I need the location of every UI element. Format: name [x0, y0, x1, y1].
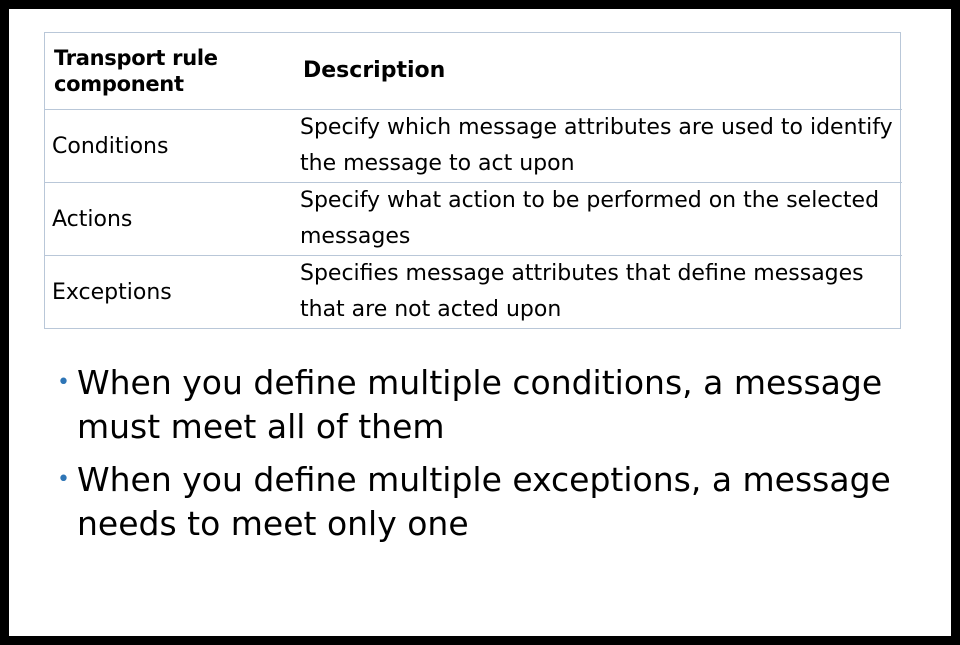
header-component: Transport rule component	[45, 33, 291, 110]
table: Transport rule component Description Con…	[45, 33, 902, 328]
bullet-text: When you define multiple exceptions, a m…	[77, 460, 891, 543]
list-item: • When you define multiple conditions, a…	[57, 361, 917, 449]
list-item: • When you define multiple exceptions, a…	[57, 458, 917, 546]
table-row: Exceptions Specifies message attributes …	[45, 256, 902, 329]
bullet-list: • When you define multiple conditions, a…	[57, 361, 917, 555]
row-description: Specifies message attributes that define…	[300, 261, 864, 322]
bullet-icon: •	[57, 467, 70, 492]
row-component: Actions	[45, 182, 291, 256]
row-component: Exceptions	[52, 279, 172, 305]
table-row: Conditions Specify which message attribu…	[45, 109, 902, 183]
row-component: Conditions	[45, 109, 291, 183]
table-header-row: Transport rule component Description	[45, 33, 902, 110]
table-row: Actions Specify what action to be perfor…	[45, 182, 902, 256]
bullet-text: When you define multiple conditions, a m…	[77, 363, 883, 446]
bullet-icon: •	[57, 370, 70, 395]
row-description: Specify which message attributes are use…	[291, 109, 902, 183]
transport-rule-table: Transport rule component Description Con…	[44, 32, 902, 329]
row-description: Specify what action to be performed on t…	[291, 182, 902, 256]
header-description: Description	[291, 33, 902, 110]
